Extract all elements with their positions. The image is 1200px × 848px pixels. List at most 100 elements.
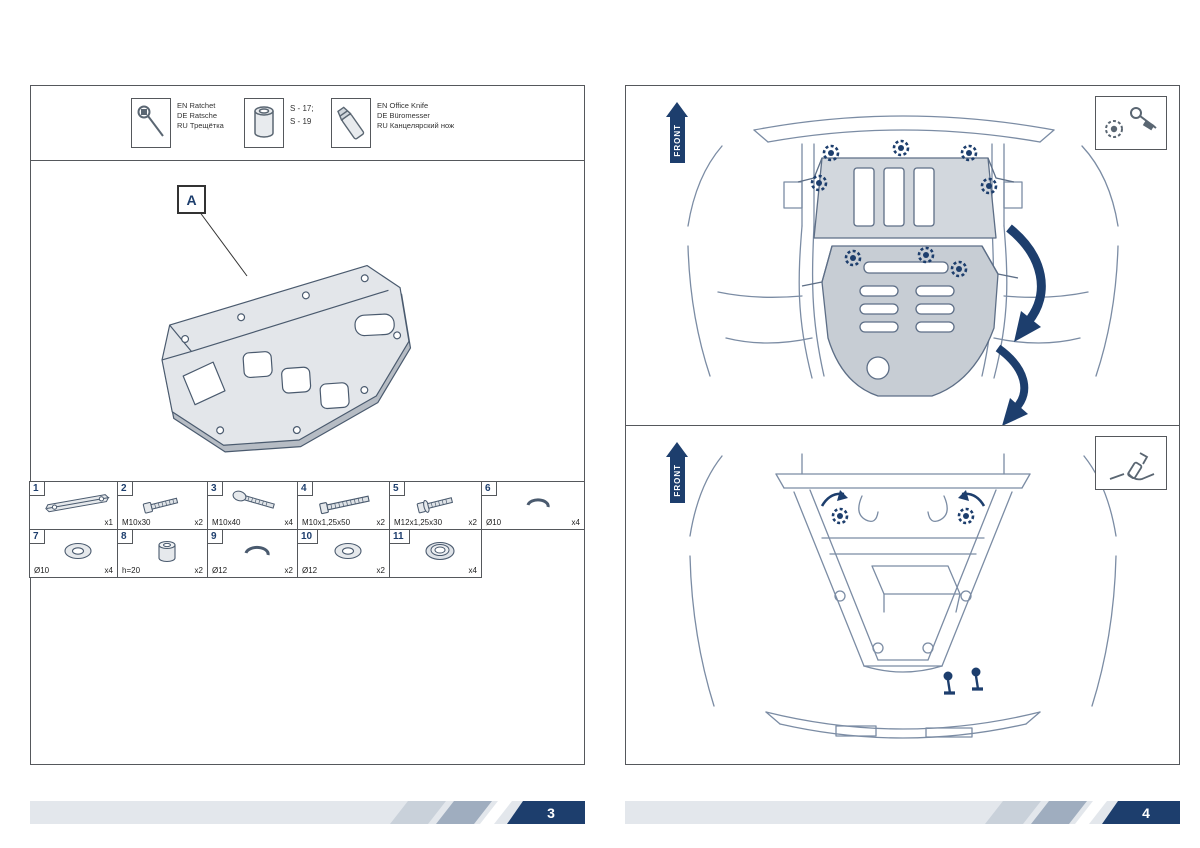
manual-page-4: FRONT xyxy=(625,85,1180,765)
loosen-arrows xyxy=(820,492,986,507)
tool-knife: EN Office Knife DE Büromesser RU Канцеля… xyxy=(331,98,454,148)
part-number: 3 xyxy=(208,482,223,496)
front-indicator: FRONT xyxy=(666,442,688,503)
knife-labels: EN Office Knife DE Büromesser RU Канцеля… xyxy=(377,98,454,148)
front-bar: FRONT xyxy=(669,117,685,163)
bolt-markers xyxy=(831,507,975,525)
socket-size: S - 19 xyxy=(290,117,312,126)
tool-label: EN Ratchet xyxy=(177,101,216,110)
required-tools-row: EN Ratchet DE Ratsche RU Трещётка S - 17… xyxy=(31,86,584,161)
part-label: Ø12 xyxy=(302,566,318,575)
parts-row-1: 1 x1 2 xyxy=(29,481,585,530)
part-label: M10x1,25x50 xyxy=(302,518,351,527)
manual-page-3: EN Ratchet DE Ratsche RU Трещётка S - 17… xyxy=(29,85,586,765)
flat-washer-icon xyxy=(64,542,92,559)
part-qty: x4 xyxy=(104,566,113,575)
step-panel-2: FRONT xyxy=(626,426,1179,765)
front-bar: FRONT xyxy=(669,457,685,503)
tool-label: DE Ratsche xyxy=(177,111,218,120)
part-number: 8 xyxy=(118,530,133,544)
part-a-drawing-region: A xyxy=(31,162,586,481)
part-label: Ø10 xyxy=(34,566,50,575)
part-number: 6 xyxy=(482,482,497,496)
part-qty: x4 xyxy=(284,518,293,527)
tool-ratchet: EN Ratchet DE Ratsche RU Трещётка xyxy=(131,98,224,148)
part-number: 5 xyxy=(390,482,405,496)
knife-hand-icon-svg xyxy=(1109,452,1155,481)
grommet-icon xyxy=(425,541,455,560)
front-indicator: FRONT xyxy=(666,102,688,163)
step-panel-1: FRONT xyxy=(626,86,1179,426)
part-number: 2 xyxy=(118,482,133,496)
part-qty: x2 xyxy=(284,566,293,575)
part-cell-10: 10 Ø12 x2 xyxy=(297,529,390,578)
skid-plate-drawing xyxy=(161,210,412,453)
knife-hand-icon xyxy=(1095,436,1167,490)
part-cell-11: 11 x4 xyxy=(389,529,482,578)
part-cell-7: 7 Ø10 x4 xyxy=(29,529,118,578)
callout-a-label: A xyxy=(186,191,197,208)
callout-a: A xyxy=(177,185,206,214)
tool-label: RU Канцелярский нож xyxy=(377,121,455,130)
part-cell-3: 3 M10x40 x4 xyxy=(207,481,298,530)
tool-label: RU Трещётка xyxy=(177,121,224,130)
socket-icon-svg xyxy=(254,106,274,138)
socket-size: S - 17; xyxy=(290,104,314,113)
front-arrow-icon xyxy=(666,102,688,117)
spacer-icon xyxy=(158,540,176,562)
spring-washer-icon xyxy=(244,545,270,556)
part-cell-6: 6 Ø10 x4 xyxy=(481,481,585,530)
part-label: Ø12 xyxy=(212,566,228,575)
part-qty: x2 xyxy=(376,566,385,575)
page-number: 4 xyxy=(1102,801,1180,824)
socket-size-labels: S - 17; S - 19 xyxy=(290,98,314,148)
part-number: 10 xyxy=(298,530,319,544)
part-label: M10x30 xyxy=(122,518,151,527)
spring-washer-icon xyxy=(526,498,550,508)
part-qty: x4 xyxy=(571,518,580,527)
front-label: FRONT xyxy=(672,123,682,157)
front-label: FRONT xyxy=(672,463,682,497)
part-qty: x1 xyxy=(104,518,113,527)
part-number: 1 xyxy=(30,482,45,496)
part-qty: x2 xyxy=(376,518,385,527)
part-qty: x2 xyxy=(194,518,203,527)
socket-icon xyxy=(244,98,284,148)
bolt-markers xyxy=(810,139,998,278)
ratchet-labels: EN Ratchet DE Ratsche RU Трещётка xyxy=(177,98,224,148)
long-bolt-icon xyxy=(319,495,370,514)
button-bolt-icon xyxy=(232,490,275,509)
part-cell-9: 9 Ø12 x2 xyxy=(207,529,298,578)
tow-pins xyxy=(943,667,983,695)
ratchet-socket-icon xyxy=(1095,96,1167,150)
part-qty: x2 xyxy=(468,518,477,527)
bracket-strip-icon xyxy=(45,493,110,512)
part-label: M10x40 xyxy=(212,518,241,527)
part-number: 11 xyxy=(390,530,410,544)
part-qty: x2 xyxy=(194,566,203,575)
knife-icon xyxy=(331,98,371,148)
part-label: Ø10 xyxy=(486,518,502,527)
flange-bolt-icon xyxy=(416,496,454,513)
part-cell-1: 1 x1 xyxy=(29,481,118,530)
front-arrow-icon xyxy=(666,442,688,457)
knife-icon-svg xyxy=(337,106,365,140)
part-number: 7 xyxy=(30,530,45,544)
ratchet-icon xyxy=(131,98,171,148)
page-number: 3 xyxy=(507,801,585,824)
page-banner-4: 4 xyxy=(625,801,1180,824)
part-qty: x4 xyxy=(468,566,477,575)
parts-table: 1 x1 2 xyxy=(29,481,585,578)
part-number: 9 xyxy=(208,530,223,544)
page-banner-3: 3 xyxy=(30,801,585,824)
rotation-arrows xyxy=(995,224,1046,425)
ratchet-socket-icon-svg xyxy=(1105,107,1157,138)
underbody-step2-drawing xyxy=(689,453,1117,739)
tool-socket: S - 17; S - 19 xyxy=(244,98,314,148)
part-cell-2: 2 M10x30 x2 xyxy=(117,481,208,530)
